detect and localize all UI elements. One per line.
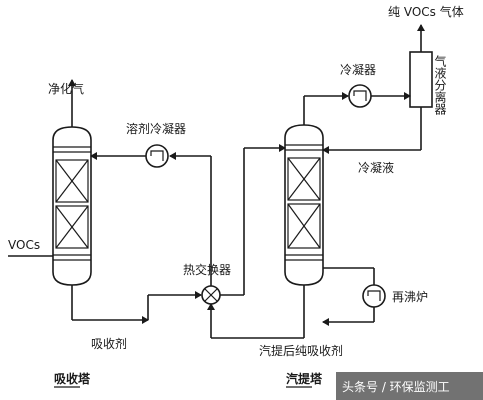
watermark-text: 头条号 / 环保监测工 xyxy=(342,380,450,394)
vocs-label: VOCs xyxy=(8,238,40,252)
condenser-label: 冷凝器 xyxy=(340,62,376,77)
reboiler-label: 再沸炉 xyxy=(392,290,428,304)
absorption-tower xyxy=(52,126,92,286)
gas-liquid-separator xyxy=(409,51,433,108)
stripping-tower-label: 汽提塔 xyxy=(286,371,323,386)
pure-voc-gas-label: 纯 VOCs 气体 xyxy=(388,4,464,19)
reboiler-icon xyxy=(362,284,386,308)
heat-exchanger-icon xyxy=(201,285,221,305)
stripping-tower xyxy=(284,124,324,286)
clean-gas-label: 净化气 xyxy=(48,81,84,96)
solvent-condenser-icon xyxy=(145,144,169,168)
stripped-absorbent-label: 汽提后纯吸收剂 xyxy=(259,343,343,358)
absorbent-label: 吸收剂 xyxy=(91,336,127,351)
absorption-tower-label: 吸收塔 xyxy=(54,371,91,386)
heat-exchanger-label: 热交换器 xyxy=(183,262,231,277)
condensate-label: 冷凝液 xyxy=(358,160,394,175)
solvent-condenser-label: 溶剂冷凝器 xyxy=(126,121,186,136)
watermark-background xyxy=(336,372,483,400)
gas-liquid-separator-label: 气液分离器 xyxy=(433,54,447,116)
pipe-lines xyxy=(8,24,425,339)
condenser-icon xyxy=(348,84,372,108)
